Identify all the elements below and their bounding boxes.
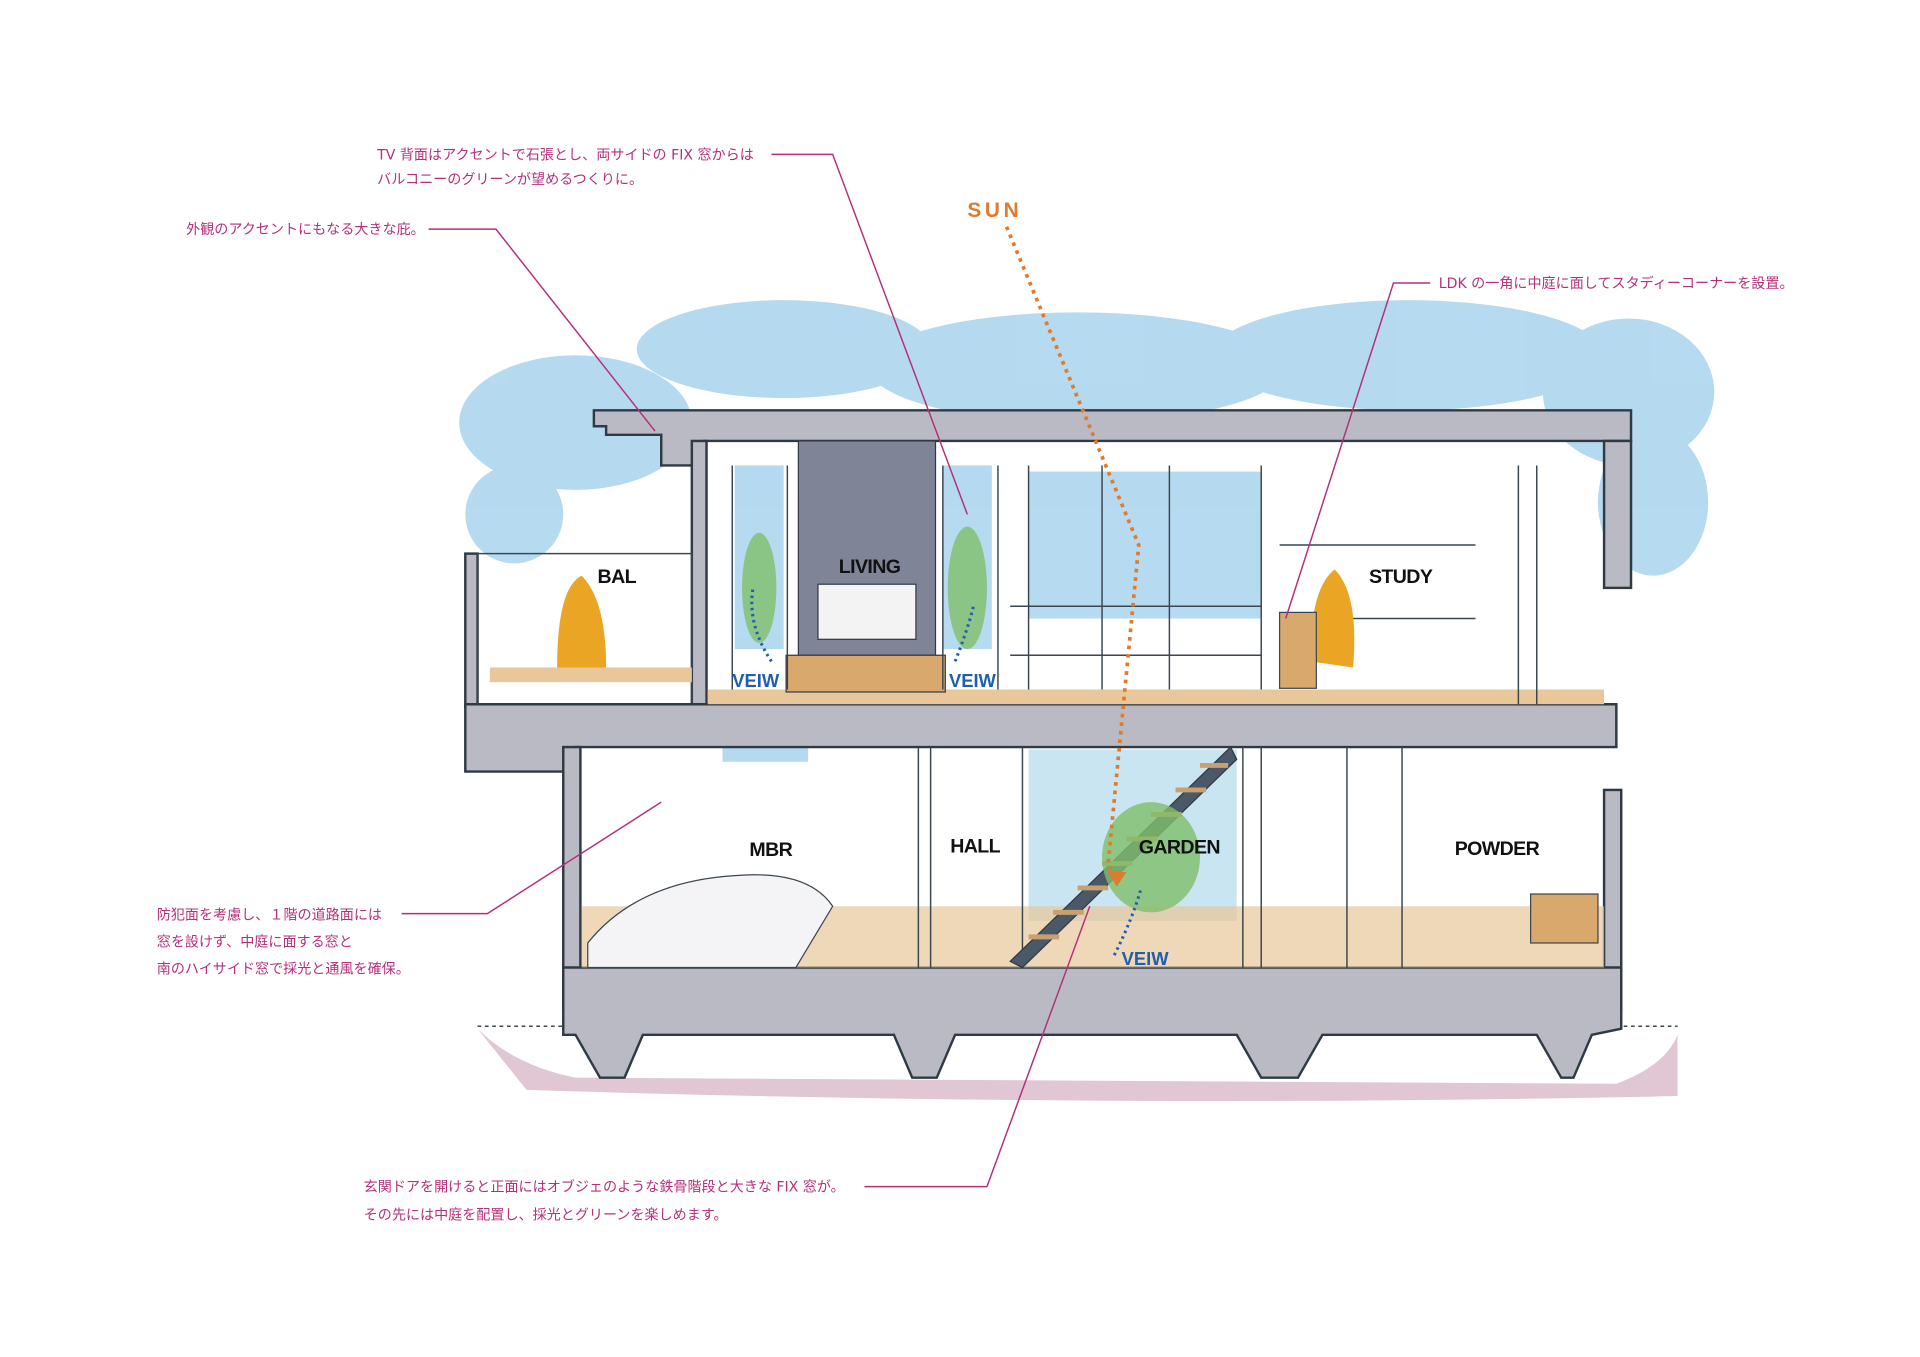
sun-arrow-icon [1108, 871, 1127, 887]
building-structure [464, 409, 1633, 1079]
ground [477, 1028, 1678, 1101]
svg-text:南のハイサイド窓で採光と通風を確保。: 南のハイサイド窓で採光と通風を確保。 [157, 961, 410, 978]
svg-text:TV 背面はアクセントで石張とし、両サイドの FIX 窓から: TV 背面はアクセントで石張とし、両サイドの FIX 窓からは [376, 146, 754, 163]
view-label-garden: VEIW [1122, 948, 1170, 969]
annotation-eaves: 外観のアクセントにもなる大きな庇。 [186, 221, 656, 432]
view-label-living-right: VEIW [949, 670, 997, 691]
room-label-hall: HALL [950, 835, 1000, 857]
room-label-living: LIVING [839, 556, 901, 578]
svg-text:バルコニーのグリーンが望めるつくりに。: バルコニーのグリーンが望めるつくりに。 [377, 172, 643, 188]
sun-path [1004, 225, 1141, 883]
view-label-living-left: VEIW [732, 670, 780, 691]
view-arrows [750, 587, 1143, 956]
annotation-study: LDK の一角に中庭に面してスタディーコーナーを設置。 [1285, 275, 1794, 619]
svg-text:窓を設けず、中庭に面する窓と: 窓を設けず、中庭に面する窓と [157, 934, 353, 951]
svg-text:LDK の一角に中庭に面してスタディーコーナーを設置。: LDK の一角に中庭に面してスタディーコーナーを設置。 [1439, 275, 1794, 292]
annotation-tv-wall: TV 背面はアクセントで石張とし、両サイドの FIX 窓からは バルコニーのグリ… [376, 146, 969, 515]
room-label-powder: POWDER [1455, 838, 1540, 860]
person-study [1310, 569, 1355, 668]
room-label-mbr: MBR [749, 839, 792, 861]
room-label-garden: GARDEN [1139, 837, 1220, 859]
sky-wash [459, 300, 1715, 921]
svg-text:防犯面を考慮し、１階の道路面には: 防犯面を考慮し、１階の道路面には [157, 908, 382, 924]
svg-text:その先には中庭を配置し、採光とグリーンを楽しめます。: その先には中庭を配置し、採光とグリーンを楽しめます。 [364, 1207, 728, 1224]
svg-text:玄関ドアを開けると正面にはオブジェのような鉄骨階段と大きな: 玄関ドアを開けると正面にはオブジェのような鉄骨階段と大きな FIX 窓が。 [364, 1179, 845, 1196]
person-balcony [557, 575, 607, 668]
sun-label: SUN [967, 199, 1022, 222]
room-label-study: STUDY [1369, 566, 1433, 588]
annotation-entrance: 玄関ドアを開けると正面にはオブジェのような鉄骨階段と大きな FIX 窓が。 その… [364, 906, 1091, 1224]
room-label-bal: BAL [598, 566, 637, 588]
svg-text:外観のアクセントにもなる大きな庇。: 外観のアクセントにもなる大きな庇。 [186, 221, 425, 238]
annotation-security: 防犯面を考慮し、１階の道路面には 窓を設けず、中庭に面する窓と 南のハイサイド窓… [157, 801, 662, 978]
